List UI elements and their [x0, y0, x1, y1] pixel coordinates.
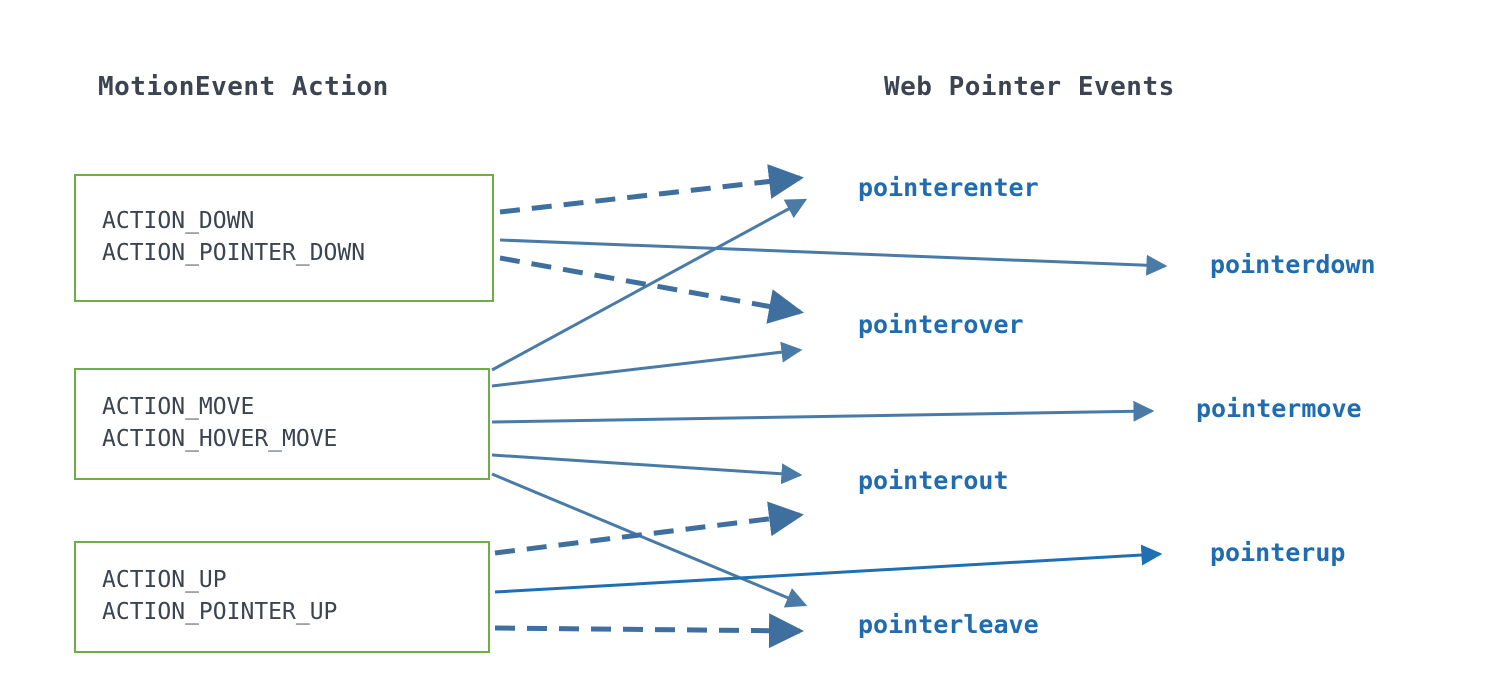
- action-box-action-move[interactable]: ACTION_MOVE ACTION_HOVER_MOVE: [74, 368, 490, 480]
- action-box-action-up[interactable]: ACTION_UP ACTION_POINTER_UP: [74, 541, 490, 653]
- column-header-web-pointer-events: Web Pointer Events: [884, 72, 1175, 102]
- arrow-action-move-to-pointermove: [491, 400, 1155, 424]
- arrow-action-move-to-pointerout: [491, 453, 803, 485]
- action-box-line: ACTION_HOVER_MOVE: [102, 426, 338, 452]
- arrow-action-up-to-pointerout: [494, 501, 804, 556]
- event-label-pointerover: pointerover: [858, 310, 1024, 339]
- event-label-pointerout: pointerout: [858, 466, 1009, 495]
- arrow-action-up-to-pointerleave: [494, 613, 804, 649]
- event-label-pointerleave: pointerleave: [858, 610, 1039, 639]
- arrow-action-move-to-pointerenter: [491, 198, 808, 372]
- arrow-action-move-to-pointerleave: [491, 472, 808, 608]
- column-header-motionevent: MotionEvent Action: [98, 72, 389, 102]
- arrow-action-down-to-pointerover: [499, 255, 804, 324]
- event-label-pointermove: pointermove: [1196, 394, 1362, 423]
- arrow-action-up-to-pointerup: [494, 544, 1163, 594]
- action-box-line: ACTION_MOVE: [102, 394, 255, 421]
- event-label-pointerdown: pointerdown: [1210, 250, 1376, 279]
- arrow-action-down-to-pointerenter: [499, 164, 804, 215]
- event-label-pointerenter: pointerenter: [858, 173, 1039, 202]
- event-label-pointerup: pointerup: [1210, 538, 1346, 567]
- action-box-line: ACTION_POINTER_UP: [102, 599, 338, 625]
- arrow-action-move-to-pointerover: [491, 341, 803, 388]
- action-box-line: ACTION_POINTER_DOWN: [102, 240, 366, 266]
- action-box-line: ACTION_UP: [102, 567, 227, 594]
- action-box-line: ACTION_DOWN: [102, 208, 255, 235]
- arrow-action-down-to-pointerdown: [499, 238, 1168, 276]
- action-box-action-down[interactable]: ACTION_DOWN ACTION_POINTER_DOWN: [74, 174, 494, 302]
